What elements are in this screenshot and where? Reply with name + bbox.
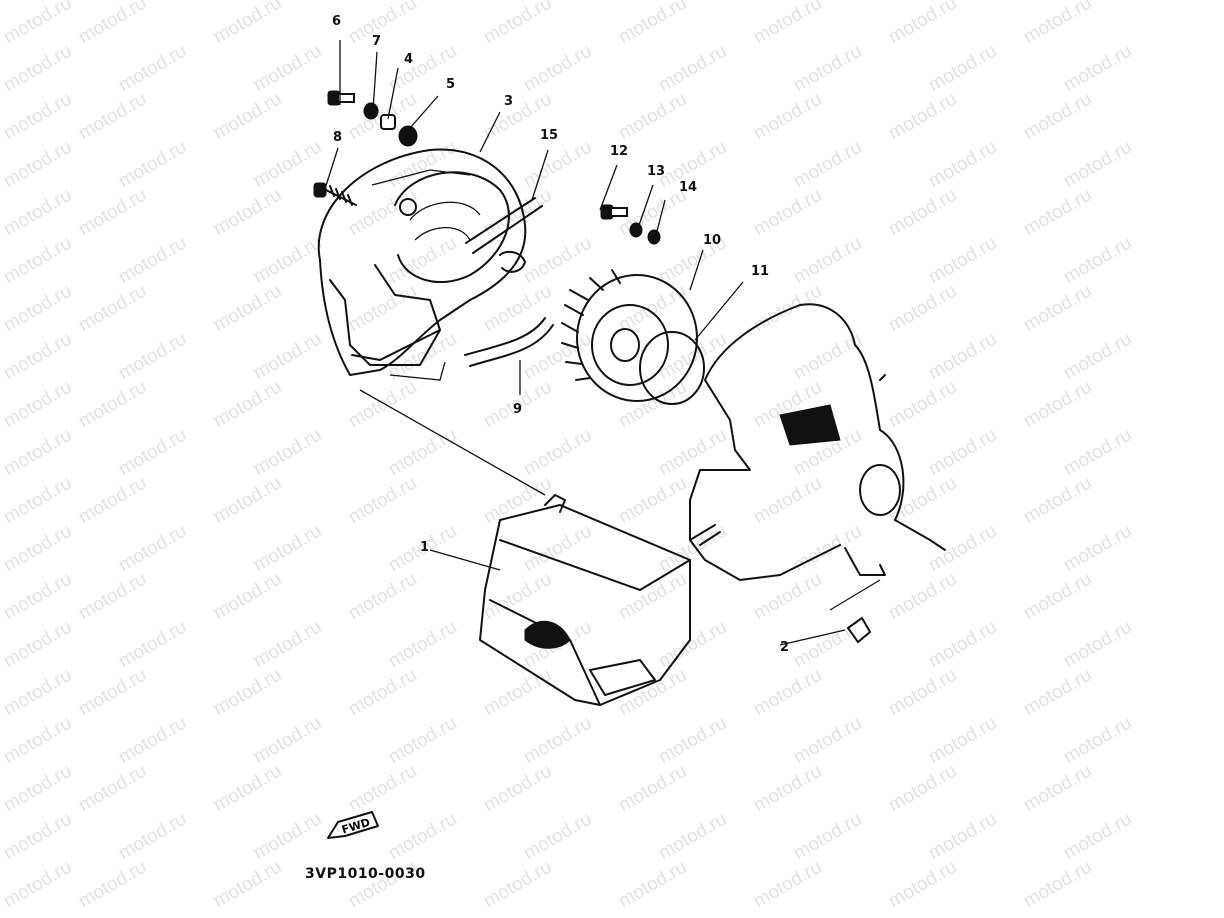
screw-part-8 [313,182,357,206]
leader-lines [323,40,881,646]
grommet-part-5 [398,125,418,147]
callout-7: 7 [372,34,382,49]
callout-1: 1 [420,540,430,555]
callout-4: 4 [404,52,414,67]
hose-part-9 [464,317,554,367]
washer-part-13 [629,222,643,238]
callout-9: 9 [513,402,523,417]
callout-8: 8 [333,130,343,145]
callout-5: 5 [446,77,456,92]
callout-13: 13 [647,164,666,179]
bolt-part-12 [600,204,628,220]
hose-part-15 [465,197,543,254]
callout-10: 10 [703,233,722,248]
callout-2: 2 [780,640,790,655]
collar-part-4 [380,114,396,130]
fwd-arrow-icon: FWD [327,811,379,839]
engine-crankcase [689,303,946,581]
bolt-part-6 [327,90,355,106]
callout-11: 11 [751,264,770,279]
grommet-part-2 [846,616,872,644]
washer-part-7 [363,102,379,120]
callout-12: 12 [610,144,629,159]
o-ring-part-11 [639,331,705,405]
callout-6: 6 [332,14,342,29]
diagram-code: 3VP1010-0030 [305,866,426,882]
callout-3: 3 [504,94,514,109]
cylinder-cover-part-1 [479,494,691,706]
cooling-fan-part-10 [561,269,698,402]
fan-shroud-part-3 [317,148,527,381]
washer-part-14 [647,229,661,245]
callout-15: 15 [540,128,559,143]
callout-14: 14 [679,180,698,195]
